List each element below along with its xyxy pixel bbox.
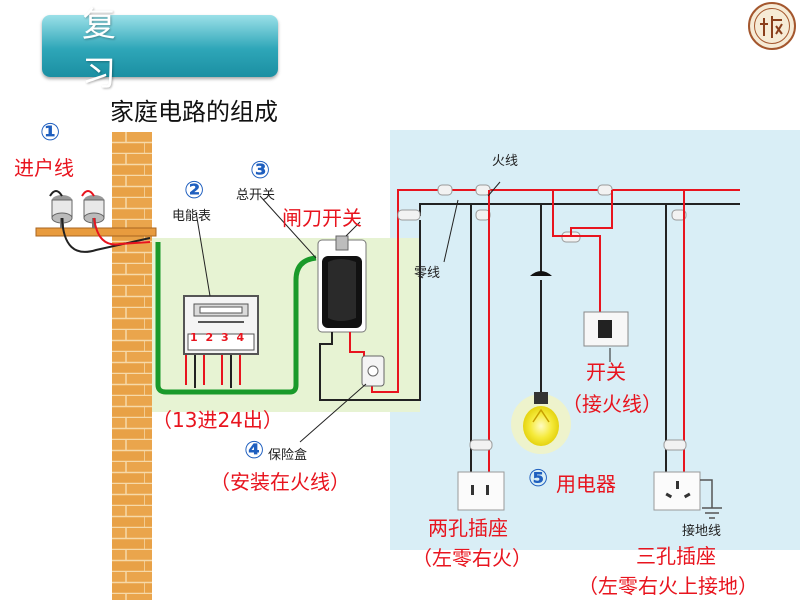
green-conduit [155, 242, 317, 395]
seal-logo [748, 2, 796, 50]
energy-meter [183, 295, 259, 355]
label-fuse-rule: （安装在火线） [210, 470, 350, 494]
marker-3: ③ [250, 156, 271, 184]
marker-5: ⑤ [528, 464, 549, 492]
brick-wall [112, 132, 152, 600]
label-three-hole: 三孔插座 [636, 544, 716, 568]
label-incoming-line: 进户线 [14, 156, 74, 180]
label-main-switch: 总开关 [236, 188, 276, 203]
three-hole-socket [653, 471, 701, 511]
label-two-hole: 两孔插座 [428, 516, 508, 540]
marker-2: ② [184, 176, 205, 204]
knife-switch [317, 235, 367, 333]
seal-glyph [760, 16, 783, 38]
light-switch [583, 311, 629, 347]
meter-terminals: 1 2 3 4 [190, 331, 247, 344]
marker-1: ① [40, 118, 61, 146]
title-banner: 复 习 [42, 5, 278, 94]
fuse-box [361, 355, 385, 387]
live-wire [397, 189, 740, 216]
label-meter-rule: （13进24出） [152, 408, 283, 432]
label-fuse-box: 保险盒 [268, 448, 308, 463]
ceiling-rose [530, 271, 552, 276]
label-zero-wire: 零线 [414, 266, 441, 281]
label-three-hole-rule: （左零右火上接地） [578, 574, 758, 598]
seal-inner-ring [754, 8, 790, 44]
label-two-hole-rule: （左零右火） [412, 546, 532, 570]
incoming-live [93, 217, 151, 246]
label-ground-wire: 接地线 [682, 524, 722, 539]
label-appliance: 用电器 [556, 472, 616, 496]
incoming-neutral [61, 217, 151, 253]
light-bulb [511, 392, 571, 454]
two-hole-socket [457, 471, 505, 511]
marker-4: ④ [244, 436, 265, 464]
subtitle: 家庭电路的组成 [110, 98, 278, 126]
label-fire-wire: 火线 [492, 154, 519, 169]
banner-title: 复 习 [82, 5, 156, 94]
label-switch-rule: （接火线） [562, 392, 662, 416]
label-meter: 电能表 [172, 209, 212, 224]
label-switch: 开关 [586, 360, 626, 384]
label-knife-switch: 闸刀开关 [282, 206, 362, 230]
